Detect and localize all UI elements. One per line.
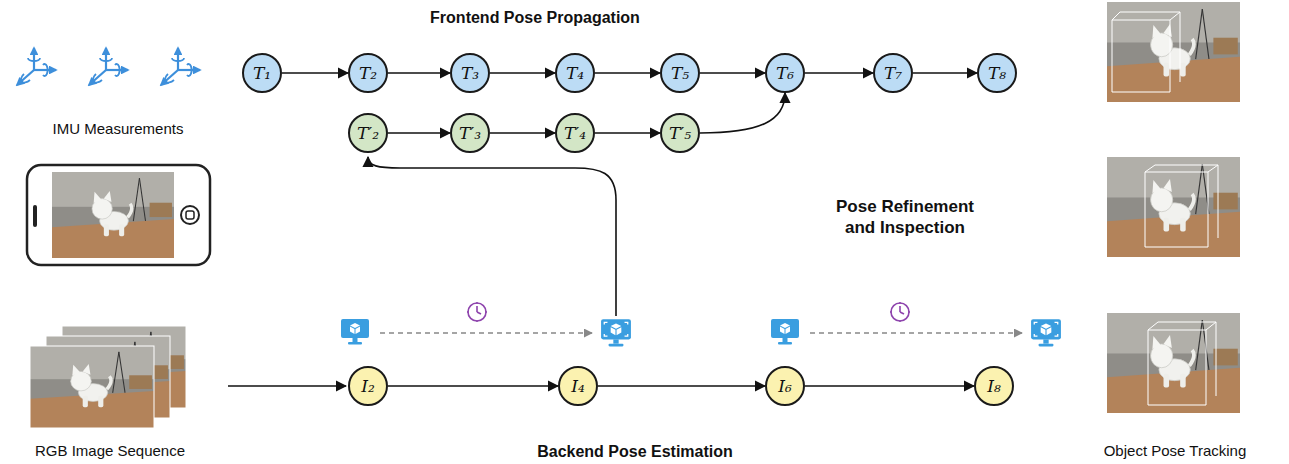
flow-arrow <box>805 385 974 387</box>
pose-node: T₃ <box>450 53 490 93</box>
flow-arrow <box>805 72 873 74</box>
node-label: I₆ <box>778 378 792 395</box>
flow-arrow <box>388 132 450 134</box>
flow-arrow <box>388 72 450 74</box>
pose-node: T₂ <box>348 53 388 93</box>
caption-label: Pose Refinement and Inspection <box>825 196 985 239</box>
pose-node: T₆ <box>765 53 805 93</box>
node-label: T′₄ <box>564 125 586 142</box>
flow-arrow <box>388 385 558 387</box>
node-label: T₁ <box>253 65 271 82</box>
tracking-results <box>1107 2 1240 413</box>
pose-node: T₈ <box>977 53 1017 93</box>
node-label: T₅ <box>671 65 689 82</box>
caption-label: RGB Image Sequence <box>0 442 220 461</box>
node-label: T₂ <box>359 65 377 82</box>
pose-node: T′₄ <box>555 113 595 153</box>
pose-node: T′₂ <box>348 113 388 153</box>
backend-compute-icons <box>341 302 1061 346</box>
flow-arrow <box>282 72 348 74</box>
node-label: T₆ <box>776 65 794 82</box>
flow-arrow <box>913 72 977 74</box>
flow-arrow <box>700 93 785 133</box>
node-label: T′₃ <box>459 125 481 142</box>
caption-label: Backend Pose Estimation <box>505 442 765 462</box>
caption-label: Object Pose Tracking <box>1065 442 1285 461</box>
pose-node: T₄ <box>555 53 595 93</box>
node-label: I₄ <box>571 378 585 395</box>
node-label: T₄ <box>566 65 584 82</box>
pose-node: T₅ <box>660 53 700 93</box>
node-label: T₇ <box>884 65 902 82</box>
flow-arrow <box>490 132 555 134</box>
flow-arrow <box>595 132 660 134</box>
pose-node: I₆ <box>765 366 805 406</box>
flow-arrow <box>490 72 555 74</box>
feedback-arrows <box>228 157 616 386</box>
node-label: T′₅ <box>669 125 691 142</box>
flow-arrow <box>598 385 765 387</box>
node-label: T₈ <box>988 65 1006 82</box>
imu-icons <box>17 48 200 85</box>
pose-node: I₂ <box>348 366 388 406</box>
pose-node: I₄ <box>558 366 598 406</box>
pose-node: T₁ <box>242 53 282 93</box>
node-label: I₈ <box>987 378 1001 395</box>
pose-node: I₈ <box>974 366 1014 406</box>
node-label: I₂ <box>361 378 375 395</box>
pose-node: T′₅ <box>660 113 700 153</box>
pose-node: T′₃ <box>450 113 490 153</box>
node-label: T′₂ <box>357 125 379 142</box>
caption-label: IMU Measurements <box>18 120 218 139</box>
pose-node: T₇ <box>873 53 913 93</box>
node-label: T₃ <box>461 65 479 82</box>
flow-arrow <box>700 72 765 74</box>
phone-illustration <box>27 165 210 265</box>
image-stack <box>30 326 186 428</box>
caption-label: Frontend Pose Propagation <box>385 8 685 28</box>
flow-arrow <box>595 72 660 74</box>
